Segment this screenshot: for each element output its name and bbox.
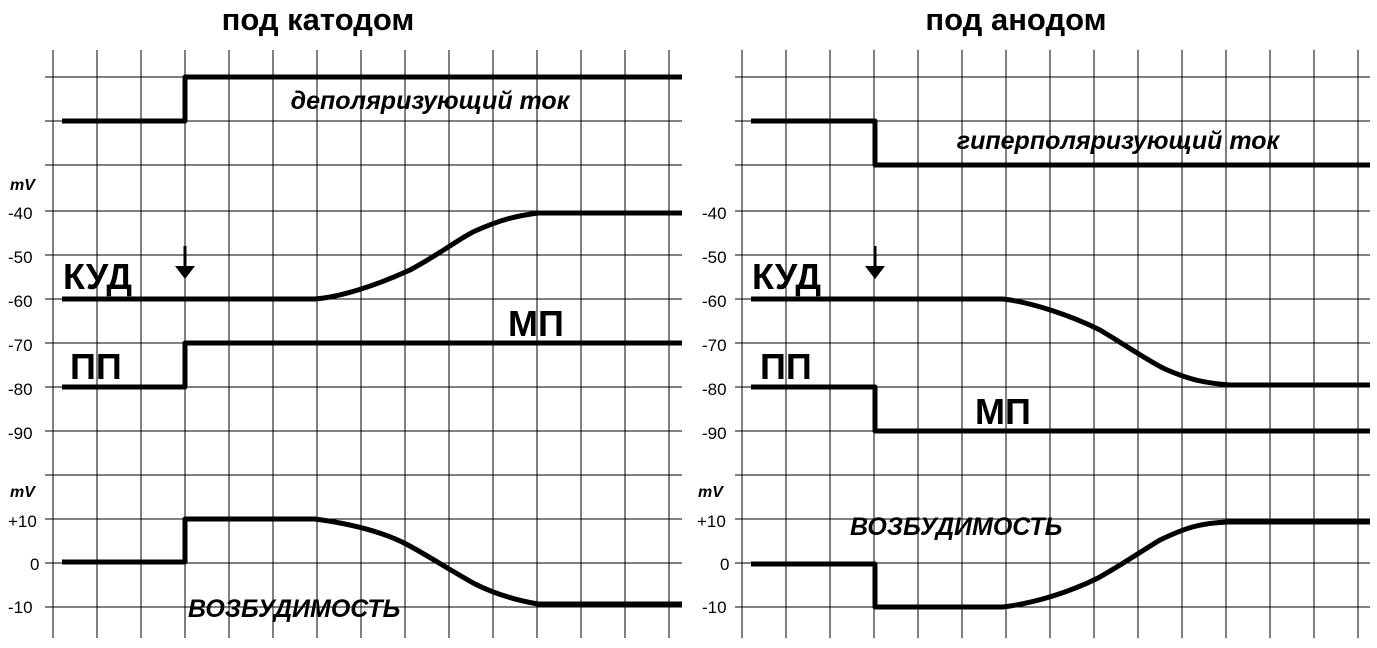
tick-label: -60 — [8, 292, 33, 311]
mv-unit-excitability-cathode: mV — [10, 484, 36, 501]
down-arrow-icon — [865, 246, 885, 279]
tick-label: -60 — [702, 292, 727, 311]
tick-label: -10 — [8, 598, 33, 617]
mp-label-anode: МП — [975, 391, 1031, 432]
membrane-potential-trace-anode — [751, 384, 1370, 434]
tick-label: -90 — [8, 424, 33, 443]
tick-label: -70 — [702, 336, 727, 355]
pp-label-anode: ПП — [760, 346, 812, 387]
tick-label: -80 — [702, 380, 727, 399]
excitability-label-anode: ВОЗБУДИМОСТЬ — [850, 513, 1062, 541]
grid-right-panel — [735, 50, 1370, 638]
panel-anode: под анодом гиперполяризующий ток -40 -50… — [697, 2, 1370, 617]
tick-label: -10 — [702, 598, 727, 617]
tick-label: -90 — [702, 424, 727, 443]
tick-label: -50 — [702, 248, 727, 267]
tick-label: 0 — [720, 555, 729, 574]
tick-label: -80 — [8, 380, 33, 399]
tick-label: +10 — [697, 512, 726, 531]
tick-label: -40 — [8, 204, 33, 223]
tick-label: -50 — [8, 248, 33, 267]
mv-unit-excitability-anode: mV — [698, 484, 724, 501]
membrane-potential-trace-cathode — [62, 340, 682, 390]
tick-label: -70 — [8, 336, 33, 355]
tick-label: +10 — [8, 512, 37, 531]
panel-cathode: под катодом деполяризующий ток mV -40 -5… — [8, 2, 682, 623]
current-label-cathode: деполяризующий ток — [291, 87, 571, 115]
depolarizing-current-trace — [62, 74, 682, 124]
kud-label-cathode: КУД — [63, 256, 132, 297]
pp-label-cathode: ПП — [70, 346, 122, 387]
tick-label: 0 — [30, 555, 39, 574]
excitability-label-cathode: ВОЗБУДИМОСТЬ — [188, 595, 400, 623]
excitability-curve-cathode — [62, 516, 682, 607]
kud-curve-anode — [751, 296, 1370, 388]
panel-title-cathode: под катодом — [222, 2, 415, 37]
kud-curve-cathode — [62, 210, 682, 302]
mp-label-cathode: МП — [508, 303, 564, 344]
panel-title-anode: под анодом — [925, 2, 1106, 37]
mv-unit-membrane-cathode: mV — [10, 177, 36, 194]
current-label-anode: гиперполяризующий ток — [957, 127, 1281, 155]
kud-label-anode: КУД — [752, 256, 821, 297]
tick-label: -40 — [702, 204, 727, 223]
excitability-curve-anode — [751, 519, 1370, 610]
hyperpolarizing-current-trace — [751, 118, 1370, 168]
down-arrow-icon — [175, 246, 195, 279]
